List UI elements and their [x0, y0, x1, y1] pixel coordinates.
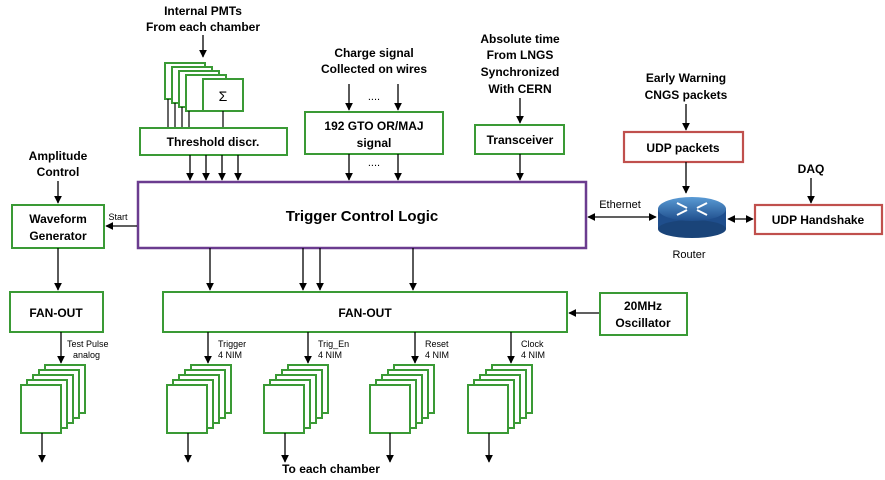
- trigen-out-line2: 4 NIM: [318, 350, 342, 360]
- threshold-discriminator-box: [139, 127, 288, 156]
- pmt-wires: [167, 99, 224, 128]
- router-icon: [658, 197, 726, 238]
- ethernet-label: Ethernet: [599, 199, 641, 211]
- chamber-stack-clock: [467, 364, 533, 434]
- udp-handshake-box: [753, 203, 884, 236]
- early-warning-line2: CNGS packets: [645, 88, 728, 102]
- testpulse-line2: analog: [73, 350, 100, 360]
- gto-label-line1: 192 GTO OR/MAJ: [324, 119, 423, 133]
- chamber-stack-testpulse: [20, 364, 86, 434]
- pmt-stack: [164, 62, 244, 112]
- pmts-title-line2: From each chamber: [146, 20, 260, 34]
- reset-out-line1: Reset: [425, 339, 449, 349]
- fanout-left-label: FAN-OUT: [29, 306, 83, 320]
- abs-time-line4: With CERN: [488, 82, 551, 96]
- fanout-main-label: FAN-OUT: [338, 306, 392, 320]
- start-label: Start: [108, 212, 128, 222]
- pmts-title-line1: Internal PMTs: [164, 4, 242, 18]
- amplitude-line2: Control: [37, 165, 80, 179]
- chamber-stack-trigger: [166, 364, 232, 434]
- trigger-out-line1: Trigger: [218, 339, 246, 349]
- charge-title-line1: Charge signal: [334, 46, 413, 60]
- charge-dots-top: ....: [368, 91, 380, 103]
- amplitude-line1: Amplitude: [29, 149, 88, 163]
- abs-time-line2: From LNGS: [487, 48, 554, 62]
- clock-out-line1: Clock: [521, 339, 544, 349]
- threshold-to-tcl-arrows: [186, 155, 242, 181]
- trigger-out-line2: 4 NIM: [218, 350, 242, 360]
- oscillator-line1: 20MHz: [624, 299, 662, 313]
- gto-dots-bottom: ....: [368, 157, 380, 169]
- early-warning-line1: Early Warning: [646, 71, 726, 85]
- oscillator-line2: Oscillator: [615, 316, 671, 330]
- trigger-control-logic-box: [136, 180, 588, 250]
- router-label: Router: [672, 249, 705, 261]
- threshold-label: Threshold discr.: [167, 135, 260, 149]
- gto-box: [304, 111, 444, 155]
- chamber-stack-trigen: [263, 364, 329, 434]
- to-each-chamber-label: To each chamber: [282, 462, 380, 476]
- tcl-to-fanout-arrows: [206, 248, 417, 291]
- sigma-label: Σ: [219, 88, 228, 104]
- daq-label: DAQ: [798, 162, 825, 176]
- trigger-control-logic-label: Trigger Control Logic: [286, 208, 439, 225]
- waveform-generator-box: [11, 204, 105, 249]
- chamber-stack-reset: [369, 364, 435, 434]
- reset-out-line2: 4 NIM: [425, 350, 449, 360]
- testpulse-line1: Test Pulse: [67, 339, 109, 349]
- charge-title-line2: Collected on wires: [321, 62, 427, 76]
- udp-packets-label: UDP packets: [646, 141, 719, 155]
- fanout-left-box: [9, 291, 104, 333]
- clock-out-line2: 4 NIM: [521, 350, 545, 360]
- oscillator-box: [599, 292, 688, 336]
- udp-packets-box: [622, 130, 745, 164]
- waveform-line2: Generator: [29, 229, 87, 243]
- fanout-main-box: [162, 291, 568, 333]
- waveform-line1: Waveform: [29, 212, 87, 226]
- gto-label-line2: signal: [357, 136, 392, 150]
- abs-time-line1: Absolute time: [480, 32, 560, 46]
- abs-time-line3: Synchronized: [481, 65, 560, 79]
- transceiver-label: Transceiver: [487, 133, 554, 147]
- trigen-out-line1: Trig_En: [318, 339, 349, 349]
- sigma-box: [202, 78, 244, 112]
- udp-handshake-label: UDP Handshake: [772, 213, 865, 227]
